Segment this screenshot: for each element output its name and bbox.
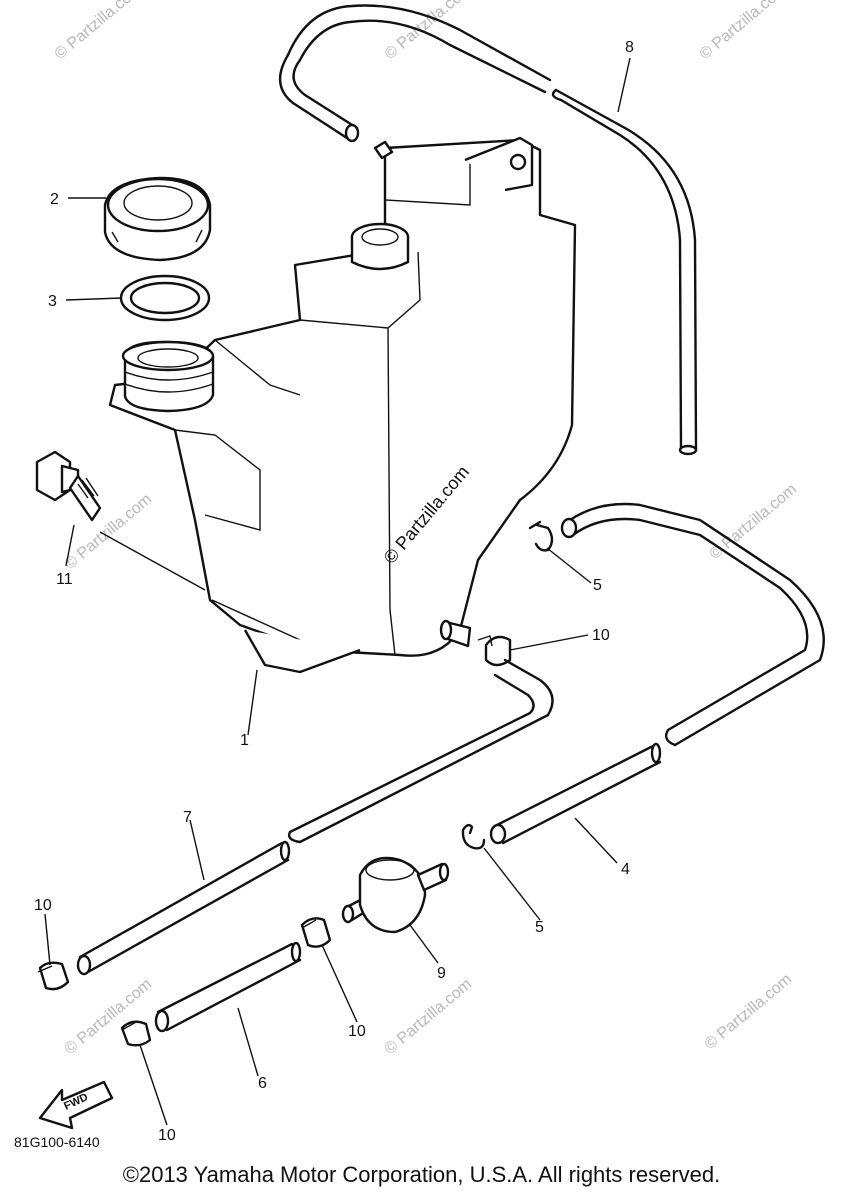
watermark: © Partzilla.com — [62, 491, 156, 573]
copyright-notice: ©2013 Yamaha Motor Corporation, U.S.A. A… — [122, 1162, 721, 1187]
return-hose — [560, 502, 825, 747]
callout-4: 4 — [621, 861, 630, 878]
callout-6: 6 — [258, 1075, 267, 1092]
outlet-hose — [287, 658, 554, 844]
callout-labels: 1 2 3 4 5 5 6 7 8 9 10 10 10 10 11 — [34, 39, 634, 1144]
part-10-hose-clamp — [477, 635, 512, 667]
part-1-coolant-reservoir-tank — [108, 136, 577, 674]
part-9-filter — [341, 856, 450, 934]
callout-10: 10 — [34, 897, 52, 914]
part-6-hose — [154, 941, 302, 1033]
watermark: © Partzilla.com — [382, 976, 476, 1058]
part-5-hose-clip — [461, 823, 486, 850]
callout-5: 5 — [593, 577, 602, 594]
fwd-arrow-icon: FWD — [38, 1080, 114, 1130]
callout-1: 1 — [240, 732, 249, 749]
callout-10: 10 — [158, 1127, 176, 1144]
part-5-hose-clip — [528, 520, 554, 552]
callout-9: 9 — [437, 965, 446, 982]
watermark: © Partzilla.com — [707, 481, 801, 563]
watermark: © Partzilla.com — [702, 971, 796, 1053]
part-3-cap-gasket — [119, 274, 211, 322]
watermark: © Partzilla.com — [52, 0, 146, 63]
part-7-hose — [76, 840, 291, 976]
callout-5: 5 — [535, 919, 544, 936]
callout-10: 10 — [592, 627, 610, 644]
part-10-hose-clamp — [37, 961, 70, 991]
leader-lines — [44, 57, 631, 1126]
part-4-hose — [489, 742, 662, 845]
callout-3: 3 — [48, 293, 57, 310]
callout-10: 10 — [348, 1023, 366, 1040]
callout-7: 7 — [183, 809, 192, 826]
part-10-hose-clamp — [300, 917, 332, 948]
part-11-bolt — [35, 450, 102, 522]
callout-2: 2 — [50, 191, 59, 208]
callout-11: 11 — [56, 571, 73, 588]
part-8-overflow-hose — [279, 4, 698, 456]
part-10-hose-clamp — [120, 1020, 152, 1047]
watermark: © Partzilla.com — [697, 0, 791, 63]
callout-8: 8 — [625, 39, 634, 56]
drawing-code: 81G100-6140 — [14, 1134, 100, 1150]
part-2-reservoir-cap — [103, 176, 212, 262]
